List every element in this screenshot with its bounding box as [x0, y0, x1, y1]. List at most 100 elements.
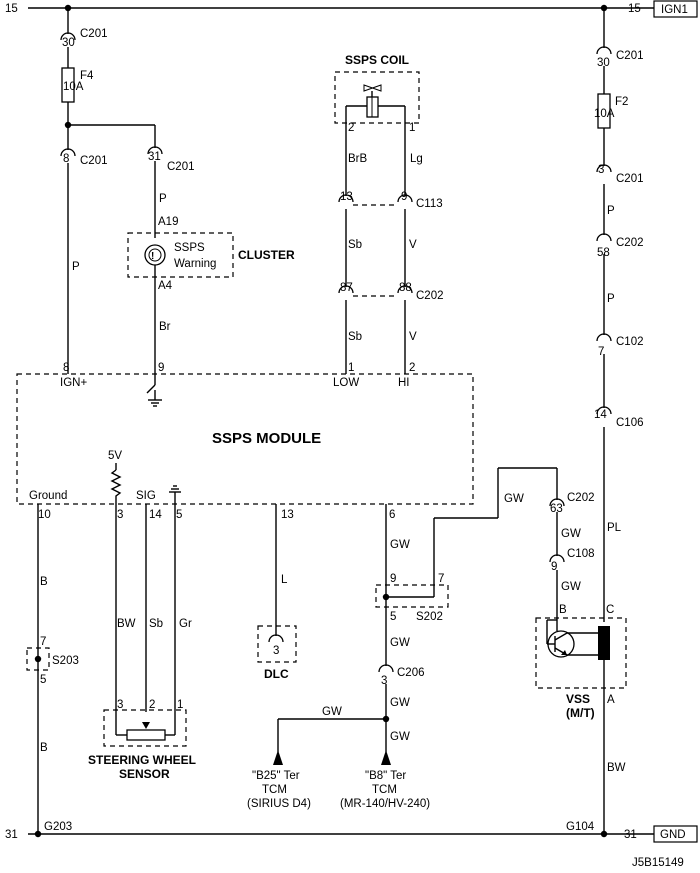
svg-text:L: L	[281, 574, 288, 586]
svg-text:1: 1	[177, 699, 183, 711]
svg-text:V: V	[409, 239, 417, 251]
svg-text:30: 30	[597, 57, 610, 69]
svg-text:P: P	[607, 293, 615, 305]
c201-connector-icon	[60, 32, 76, 41]
svg-text:3: 3	[117, 509, 123, 521]
svg-text:A19: A19	[158, 216, 178, 228]
c206-connector-icon	[378, 664, 394, 673]
ssps-coil: SSPS COIL 2 1 BrB Lg 13 9 C113 Sb V 87 8…	[334, 53, 444, 374]
svg-text:"B8" Ter: "B8" Ter	[365, 770, 406, 782]
svg-text:F4: F4	[80, 70, 94, 82]
svg-text:3: 3	[273, 645, 279, 657]
svg-text:GW: GW	[390, 539, 410, 551]
svg-text:C202: C202	[616, 237, 644, 249]
svg-text:C102: C102	[616, 336, 644, 348]
dlc-label: DLC	[264, 667, 289, 681]
svg-text:B: B	[40, 576, 48, 588]
svg-text:"B25" Ter: "B25" Ter	[252, 770, 300, 782]
svg-text:VSS: VSS	[566, 692, 590, 706]
svg-text:7: 7	[598, 346, 604, 358]
svg-text:Sb: Sb	[348, 331, 362, 343]
ssps-module: SSPS MODULE 8 IGN+ 9 1 LOW 2 HI Ground 1…	[16, 362, 474, 521]
svg-text:87: 87	[340, 282, 353, 294]
svg-text:GW: GW	[561, 528, 581, 540]
svg-text:SSPS: SSPS	[174, 242, 205, 254]
resistor-icon	[110, 469, 122, 504]
ground-bus: 31 31 GND G203 G104 J5B15149	[5, 821, 698, 869]
svg-text:2: 2	[149, 699, 155, 711]
svg-text:Gr: Gr	[179, 618, 192, 630]
svg-text:5V: 5V	[108, 450, 122, 462]
right-feed-circuit: 30 C201 10A F2 3 C201 P 58 C202 P 7 C102…	[549, 8, 644, 622]
svg-text:3: 3	[381, 675, 387, 687]
bus-right-number: 15	[628, 3, 641, 15]
svg-text:C201: C201	[616, 173, 644, 185]
dlc: L 3 DLC	[257, 504, 297, 681]
svg-text:GW: GW	[504, 493, 524, 505]
svg-text:C106: C106	[616, 417, 644, 429]
svg-text:GW: GW	[390, 731, 410, 743]
c201-connector-icon	[147, 146, 163, 155]
svg-text:PL: PL	[607, 522, 622, 534]
svg-text:5: 5	[176, 509, 182, 521]
svg-text:C201: C201	[80, 28, 108, 40]
svg-text:8: 8	[63, 362, 69, 374]
gnd-label: GND	[660, 829, 686, 841]
svg-text:BW: BW	[607, 762, 626, 774]
c201-connector-icon	[60, 148, 76, 157]
svg-text:HI: HI	[398, 377, 410, 389]
switch-icon	[146, 384, 156, 394]
cluster-label: CLUSTER	[238, 248, 295, 262]
svg-text:Br: Br	[159, 321, 171, 333]
svg-text:LOW: LOW	[333, 377, 359, 389]
svg-text:8: 8	[63, 153, 69, 165]
ign1-label: IGN1	[661, 4, 688, 16]
svg-text:2: 2	[409, 362, 415, 374]
svg-text:63: 63	[550, 503, 563, 515]
svg-text:C202: C202	[567, 492, 595, 504]
svg-text:!: !	[151, 251, 154, 262]
svg-text:Warning: Warning	[174, 258, 216, 270]
svg-text:(M/T): (M/T)	[566, 706, 595, 720]
svg-text:7: 7	[438, 573, 444, 585]
svg-text:TCM: TCM	[372, 784, 397, 796]
svg-text:SENSOR: SENSOR	[119, 767, 170, 781]
svg-text:58: 58	[597, 247, 610, 259]
svg-text:13: 13	[340, 191, 353, 203]
g104-label: G104	[566, 821, 595, 833]
svg-text:P: P	[159, 193, 167, 205]
svg-text:P: P	[607, 205, 615, 217]
svg-text:5: 5	[390, 611, 396, 623]
svg-text:Sb: Sb	[149, 618, 163, 630]
svg-text:14: 14	[149, 509, 162, 521]
svg-text:1: 1	[348, 362, 354, 374]
svg-text:5: 5	[40, 674, 46, 686]
diagram-id: J5B15149	[632, 857, 684, 869]
bus-left-number: 15	[5, 3, 18, 15]
svg-text:10A: 10A	[63, 81, 84, 93]
svg-text:C201: C201	[167, 161, 195, 173]
splice-icon	[34, 655, 42, 663]
svg-text:7: 7	[40, 636, 46, 648]
module-title: SSPS MODULE	[212, 430, 321, 447]
tcm-speed-circuit: GW GW 9 7 5 S202 GW 3 C206 GW GW GW "B25…	[247, 467, 558, 810]
svg-text:13: 13	[281, 509, 294, 521]
valve-icon	[363, 84, 382, 92]
svg-text:C201: C201	[80, 155, 108, 167]
svg-text:2: 2	[348, 122, 354, 134]
potentiometer-icon	[126, 729, 166, 741]
ssps-coil-label: SSPS COIL	[345, 53, 409, 67]
svg-text:A4: A4	[158, 280, 173, 292]
left-feed-circuit: 30 C201 10A F4 8 C201 P 31 C201 P A19	[60, 8, 195, 374]
svg-text:30: 30	[62, 37, 75, 49]
svg-text:B: B	[559, 604, 567, 616]
g203-label: G203	[44, 821, 72, 833]
svg-text:C206: C206	[397, 667, 425, 679]
svg-text:SIG: SIG	[136, 490, 156, 502]
svg-text:10A: 10A	[594, 108, 615, 120]
svg-text:TCM: TCM	[262, 784, 287, 796]
svg-text:BrB: BrB	[348, 153, 368, 165]
top-power-bus: 15 15 IGN1	[5, 0, 698, 18]
svg-text:(SIRIUS D4): (SIRIUS D4)	[247, 798, 311, 810]
